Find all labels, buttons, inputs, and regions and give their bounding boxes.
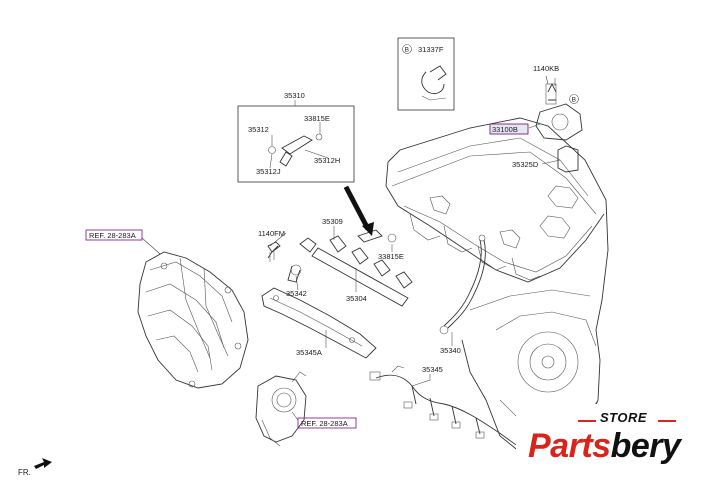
harness-drawing — [369, 365, 523, 449]
label-35304: 35304 — [346, 294, 367, 303]
label-35345a: 35345A — [296, 348, 322, 357]
logo-line-left — [578, 420, 596, 422]
callout-b-circle-pump — [569, 94, 579, 104]
label-35342: 35342 — [286, 289, 307, 298]
injector-group-box — [237, 105, 355, 183]
label-1140fm: 1140FM — [258, 229, 285, 238]
ref-left-label[interactable]: REF. 28-283A — [89, 231, 136, 240]
clip-group-box — [397, 37, 455, 111]
callout-b-label-clip: B — [405, 47, 409, 54]
clip-drawing — [421, 65, 447, 101]
injector-detail-drawing — [268, 133, 323, 167]
front-label: FR. — [18, 468, 31, 477]
label-31337f: 31337F — [418, 45, 444, 54]
fuel-rail-drawing — [267, 235, 413, 307]
callout-b-label-pump: B — [572, 97, 576, 104]
logo-brand-part1: Parts — [528, 427, 611, 465]
throttle-body-drawing — [255, 371, 307, 447]
fuel-pipe-drawing — [439, 234, 486, 335]
injector-single-drawing — [343, 185, 397, 243]
fuel-pump-drawing — [535, 78, 583, 173]
label-35312j: 35312J — [256, 167, 281, 176]
ref-left-box — [85, 229, 143, 241]
label-35340: 35340 — [440, 346, 461, 355]
label-35325d: 35325D — [512, 160, 539, 169]
label-33815e-rail: 33815E — [378, 252, 404, 261]
logo-brand-part2: bery — [610, 427, 681, 465]
label-35312h: 35312H — [314, 156, 340, 165]
label-35309: 35309 — [322, 217, 343, 226]
engine-block-drawing — [385, 117, 609, 453]
label-33815e-top: 33815E — [304, 114, 330, 123]
label-1140kb: 1140KB — [533, 64, 559, 73]
label-33100b[interactable]: 33100B — [492, 125, 518, 134]
callout-b-circle-clip — [402, 44, 412, 54]
label-35310: 35310 — [284, 91, 305, 100]
leader-lines — [141, 75, 561, 421]
rail-cover-drawing — [261, 287, 377, 359]
logo-line-right — [658, 420, 676, 422]
logo-brand-text: Partsbery — [528, 427, 681, 466]
label-35345: 35345 — [422, 365, 443, 374]
ref-bottom-label[interactable]: REF. 28-283A — [301, 419, 348, 428]
partsbery-logo: STORE Partsbery — [516, 404, 712, 486]
pump-label-highlight — [489, 123, 529, 135]
bolt-1140fm-drawing — [267, 241, 281, 262]
logo-store-text: STORE — [600, 410, 648, 425]
ref-bottom-box — [297, 417, 357, 429]
intake-manifold-drawing — [137, 251, 249, 389]
front-arrow-icon — [34, 458, 52, 469]
label-35312: 35312 — [248, 125, 269, 134]
